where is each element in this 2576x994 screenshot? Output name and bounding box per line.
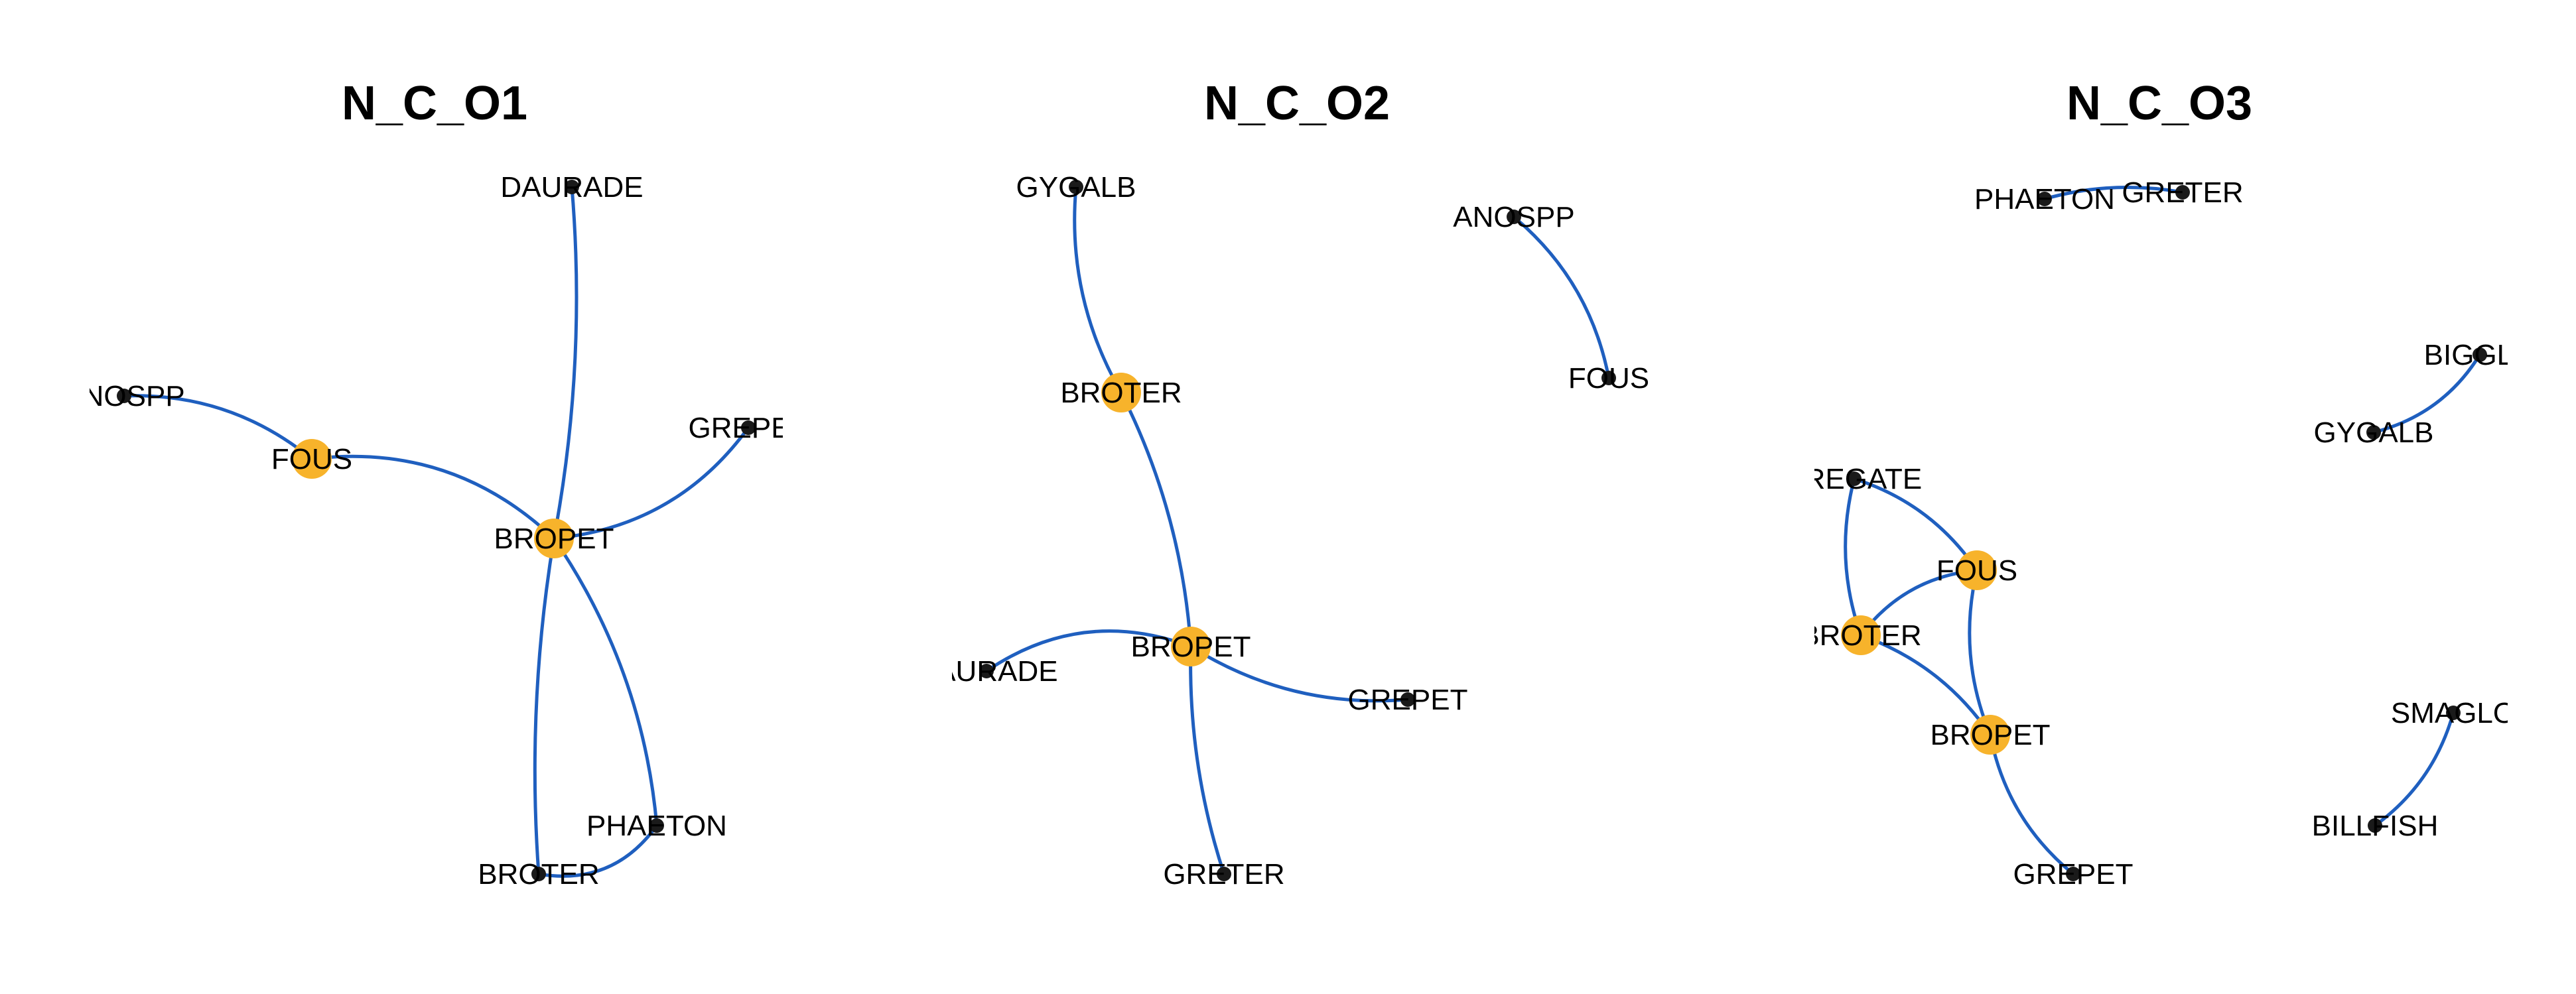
node-label-gygalb: GYGALB bbox=[1016, 171, 1136, 204]
node-label-broter: BROTER bbox=[1060, 377, 1182, 409]
node-label-gygalb: GYGALB bbox=[2314, 416, 2434, 449]
node-label-anospp: ANOSPP bbox=[63, 380, 184, 412]
node-broter bbox=[1101, 373, 1141, 412]
node-label-phaeton: PHAETON bbox=[1974, 183, 2115, 216]
network-graph: GYGALB ANOSPP BROTER FOUS DAURADE BROPET GREPE… bbox=[915, 171, 1649, 891]
node-label-bropet: BROPET bbox=[494, 523, 614, 555]
node-grepet bbox=[1400, 692, 1415, 707]
edge-bropet-phaeton bbox=[552, 537, 659, 826]
node-label-broter: BROTER bbox=[1800, 619, 1921, 652]
node-fous bbox=[292, 439, 332, 479]
node-label-fregate: FREGATE bbox=[1787, 463, 1923, 495]
edge-broter-bropet bbox=[1119, 391, 1193, 647]
node-greter bbox=[2175, 185, 2190, 200]
node-bigglo bbox=[2473, 347, 2487, 362]
edge-fous-bropet bbox=[311, 454, 555, 540]
edge-phaeton-greter bbox=[2044, 185, 2183, 201]
edge-daurade-bropet bbox=[985, 629, 1191, 673]
node-label-fous: FOUS bbox=[1568, 362, 1649, 395]
panel-title: N_C_O2 bbox=[1204, 77, 1390, 130]
node-anospp bbox=[1507, 210, 1521, 224]
node-fous bbox=[1601, 371, 1616, 385]
node-label-daurade: DAURADE bbox=[500, 171, 643, 204]
node-label-billfish: BILLFISH bbox=[2312, 810, 2439, 842]
node-label-greter: GRETER bbox=[2122, 176, 2243, 209]
edge-bropet-daurade bbox=[552, 186, 578, 539]
edge-fous-bropet bbox=[1968, 570, 1992, 735]
node-daurade bbox=[565, 180, 579, 194]
node-label-bigglo: BIGGLO bbox=[2424, 339, 2536, 371]
edge-anospp-fous bbox=[123, 394, 313, 460]
node-grepet bbox=[2066, 867, 2080, 881]
node-bropet bbox=[1970, 715, 2010, 755]
node-label-fous: FOUS bbox=[271, 443, 352, 475]
edge-fregate-broter bbox=[1844, 478, 1863, 636]
edge-bigglo-gygalb bbox=[2373, 353, 2482, 434]
node-label-bropet: BROPET bbox=[1131, 631, 1251, 663]
panel-n-c-o2: N_C_O2 GYGALB ANOSPP BROTER FOUS DAURADE BROP… bbox=[915, 77, 1649, 891]
node-fous bbox=[1957, 550, 1997, 590]
network-graph: DAURADE ANOSPP FOUS GREPET BROPET PHAETON BROT… bbox=[63, 171, 809, 891]
node-label-daurade: DAURADE bbox=[915, 655, 1057, 688]
node-label-grepet: GREPET bbox=[2013, 858, 2134, 891]
edge-gygalb-broter bbox=[1073, 186, 1123, 394]
node-smaglo bbox=[2446, 706, 2461, 720]
panel-n-c-o1: N_C_O1 DAURADE ANOSPP FOUS GREPET BROPET PHAE… bbox=[63, 77, 809, 891]
node-billfish bbox=[2368, 818, 2382, 833]
edge-smaglo-billfish bbox=[2374, 712, 2455, 828]
node-daurade bbox=[979, 664, 994, 678]
node-label-bropet: BROPET bbox=[1931, 719, 2051, 751]
node-fregate bbox=[1847, 471, 1862, 486]
edge-broter-bropet bbox=[1860, 633, 1992, 736]
node-broter bbox=[531, 867, 546, 881]
node-label-grepet: GREPET bbox=[1348, 684, 1468, 716]
node-gygalb bbox=[1069, 180, 1083, 194]
edge-fregate-fous bbox=[1854, 477, 1979, 572]
panel-title: N_C_O3 bbox=[2067, 77, 2252, 130]
edge-bropet-grepet bbox=[1189, 645, 1408, 703]
node-label-smaglo: SMAGLO bbox=[2391, 697, 2516, 729]
node-bropet bbox=[1171, 627, 1211, 666]
node-label-anospp: ANOSPP bbox=[1453, 201, 1574, 233]
node-gygalb bbox=[2366, 425, 2381, 440]
node-label-grepet: GREPET bbox=[689, 412, 809, 444]
node-label-greter: GRETER bbox=[1163, 858, 1284, 891]
edge-anospp-fous bbox=[1513, 216, 1611, 379]
edge-bropet-greter bbox=[1189, 646, 1226, 875]
edge-phaeton-broter bbox=[538, 824, 659, 878]
edge-bropet-grepet bbox=[1988, 734, 2074, 875]
node-label-broter: BROTER bbox=[478, 858, 599, 891]
edge-bropet-broter bbox=[533, 538, 556, 875]
node-label-fous: FOUS bbox=[1936, 554, 2017, 587]
edge-bropet-grepet bbox=[553, 426, 750, 540]
panel-title: N_C_O1 bbox=[342, 77, 527, 130]
node-phaeton bbox=[649, 818, 664, 833]
node-bropet bbox=[534, 519, 574, 558]
node-anospp bbox=[117, 389, 131, 403]
node-phaeton bbox=[2037, 192, 2052, 206]
node-greter bbox=[1217, 867, 1231, 881]
node-grepet bbox=[741, 420, 756, 435]
node-label-phaeton: PHAETON bbox=[586, 810, 727, 842]
node-broter bbox=[1841, 615, 1881, 655]
